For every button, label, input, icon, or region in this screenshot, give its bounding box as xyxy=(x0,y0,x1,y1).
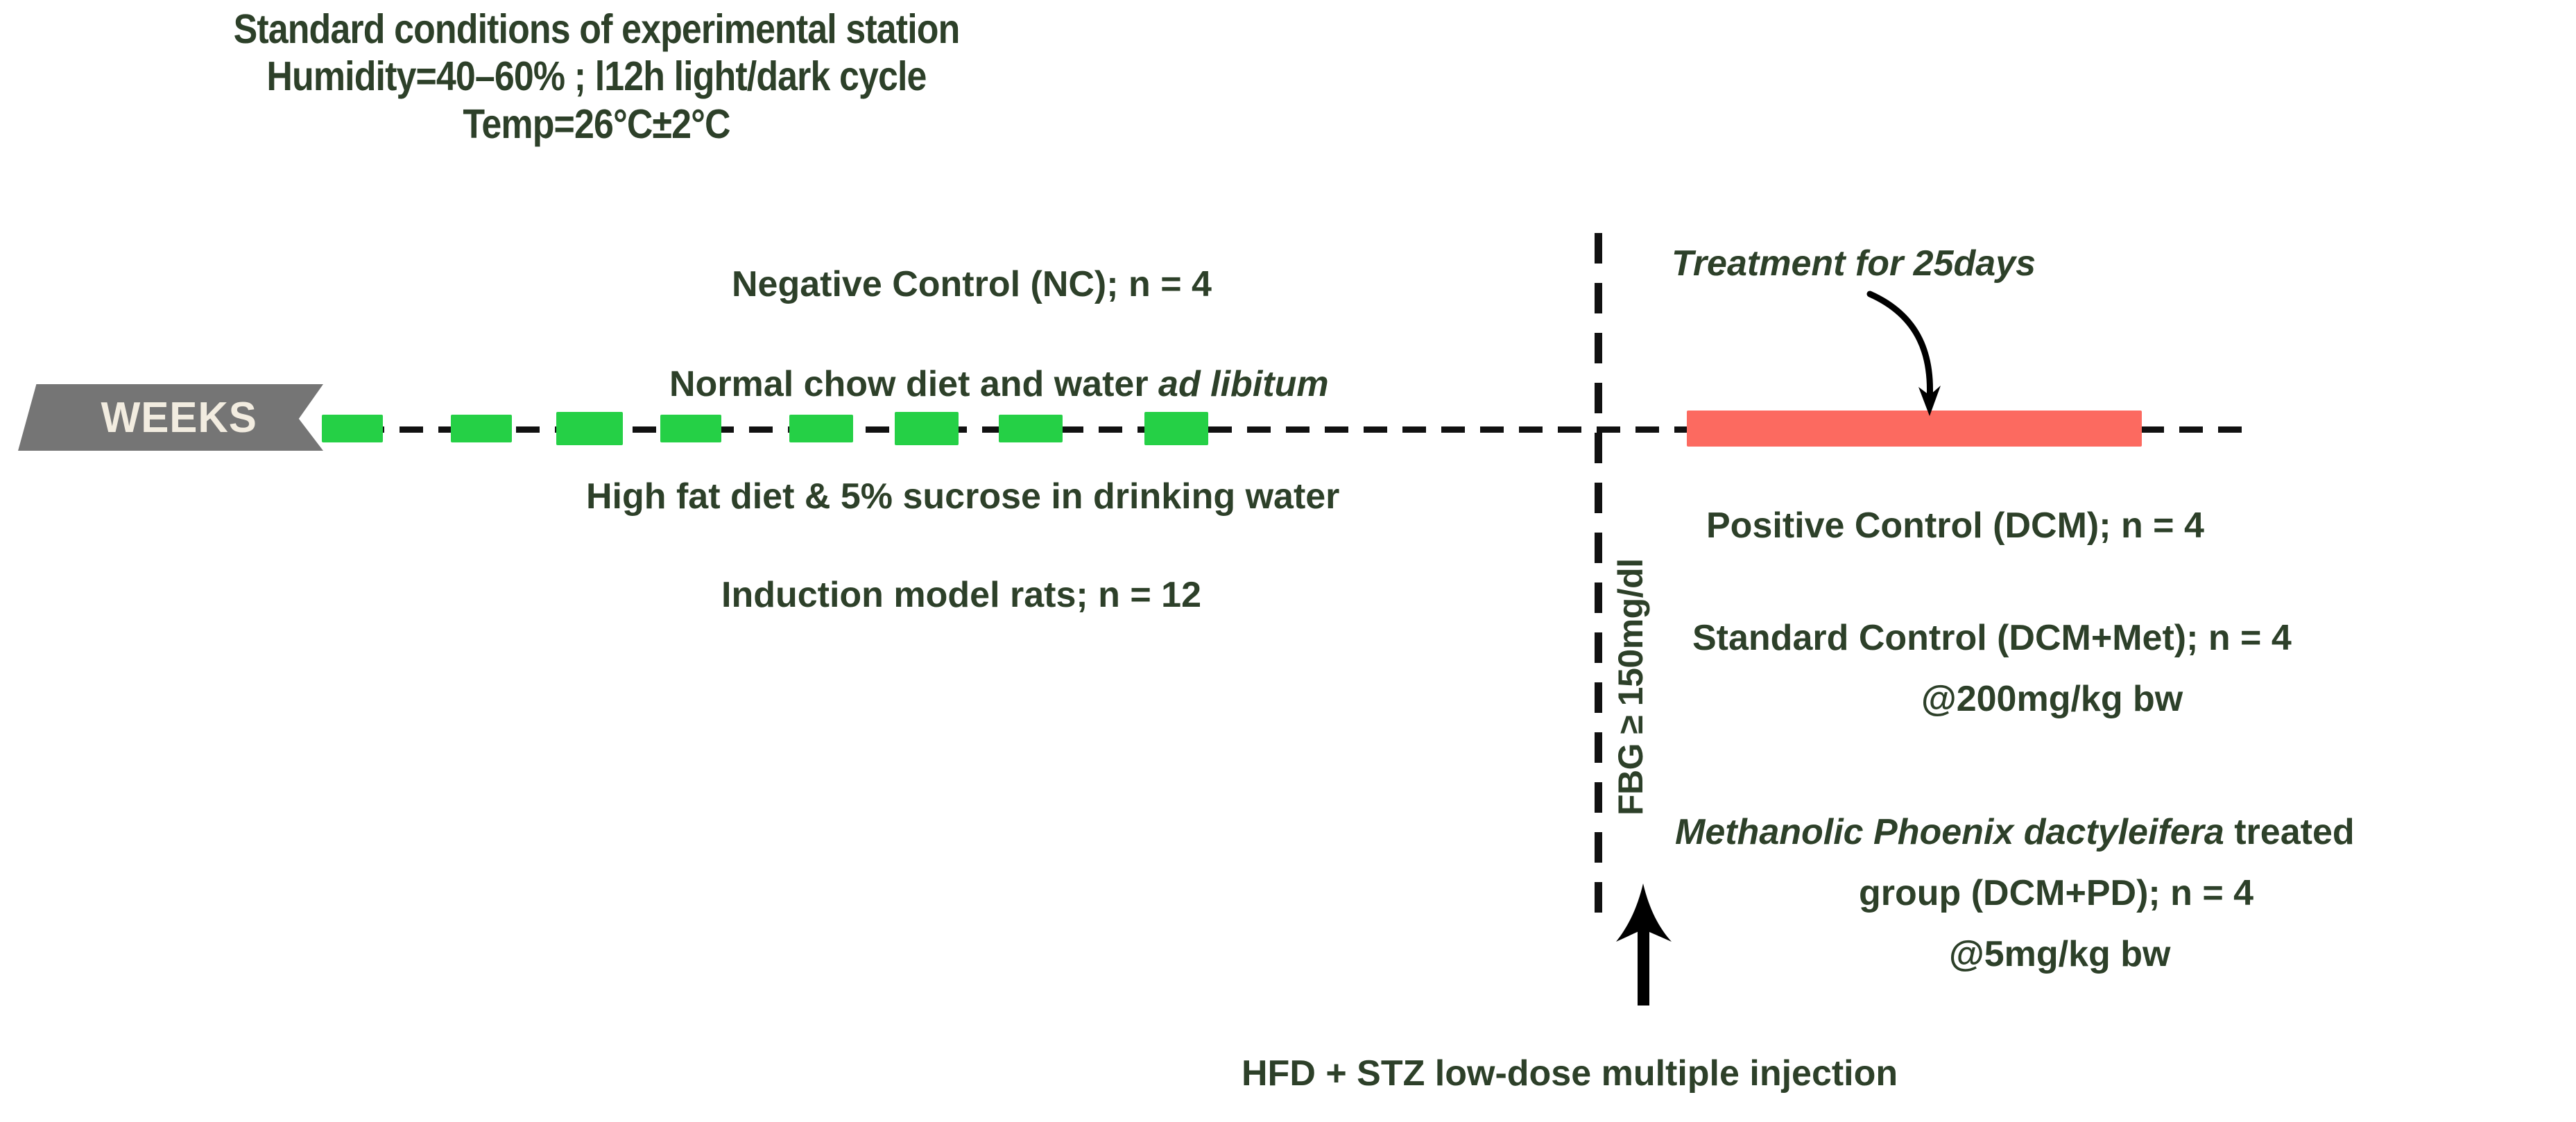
curved-arrow-icon xyxy=(1866,291,1941,416)
fbg-threshold-label: FBG ≥ 150mg/dl xyxy=(1611,558,1650,815)
timeline-dashed-line-left xyxy=(322,426,1217,433)
weeks-banner-label: WEEKS xyxy=(101,393,257,442)
standard-conditions-line-2: Humidity=40–60% ; l12h light/dark cycle xyxy=(266,53,927,100)
timeline-week-block-green xyxy=(1144,412,1208,445)
treatment-duration-label: Treatment for 25days xyxy=(1672,243,2036,284)
timeline-dashed-line-middle xyxy=(1208,426,1694,433)
pd-group-label: Methanolic Phoenix dactyleifera treated xyxy=(1675,811,2355,853)
pd-group-line2-label: group (DCM+PD); n = 4 xyxy=(1859,873,2254,913)
timeline-week-block-green xyxy=(451,415,512,442)
induction-model-label: Induction model rats; n = 12 xyxy=(721,575,1201,615)
standard-control-label: Standard Control (DCM+Met); n = 4 xyxy=(1692,618,2292,658)
timeline-dashed-line-right xyxy=(2140,426,2256,433)
timeline-week-block-green xyxy=(322,415,383,442)
timeline-week-block-green xyxy=(895,412,959,445)
high-fat-diet-label: High fat diet & 5% sucrose in drinking w… xyxy=(586,476,1340,517)
positive-control-label: Positive Control (DCM); n = 4 xyxy=(1706,506,2204,546)
standard-conditions-block: Standard conditions of experimental stat… xyxy=(42,6,1151,148)
timeline-week-block-green xyxy=(556,412,623,445)
standard-conditions-line-3: Temp=26°C±2°C xyxy=(463,101,730,147)
pd-group-dose-label: @5mg/kg bw xyxy=(1949,934,2171,974)
normal-diet-label-italic: ad libitum xyxy=(1158,364,1329,404)
normal-diet-label-plain: Normal chow diet and water xyxy=(669,364,1159,404)
timeline-week-block-green xyxy=(789,415,853,442)
fbg-threshold-divider xyxy=(1595,233,1602,926)
standard-control-dose-label: @200mg/kg bw xyxy=(1921,679,2183,719)
stz-injection-label: HFD + STZ low-dose multiple injection xyxy=(1242,1053,1898,1094)
timeline-week-block-green xyxy=(660,415,721,442)
up-arrow-icon xyxy=(1616,883,1672,1006)
pd-group-label-plain: treated xyxy=(2224,812,2355,852)
standard-conditions-line-1: Standard conditions of experimental stat… xyxy=(233,6,961,52)
negative-control-label: Negative Control (NC); n = 4 xyxy=(732,264,1212,304)
pd-group-label-italic: Methanolic Phoenix dactyleifera xyxy=(1675,812,2224,852)
normal-diet-label: Normal chow diet and water ad libitum xyxy=(669,363,1329,405)
weeks-banner: WEEKS xyxy=(18,384,323,451)
timeline-week-block-green xyxy=(999,415,1063,442)
